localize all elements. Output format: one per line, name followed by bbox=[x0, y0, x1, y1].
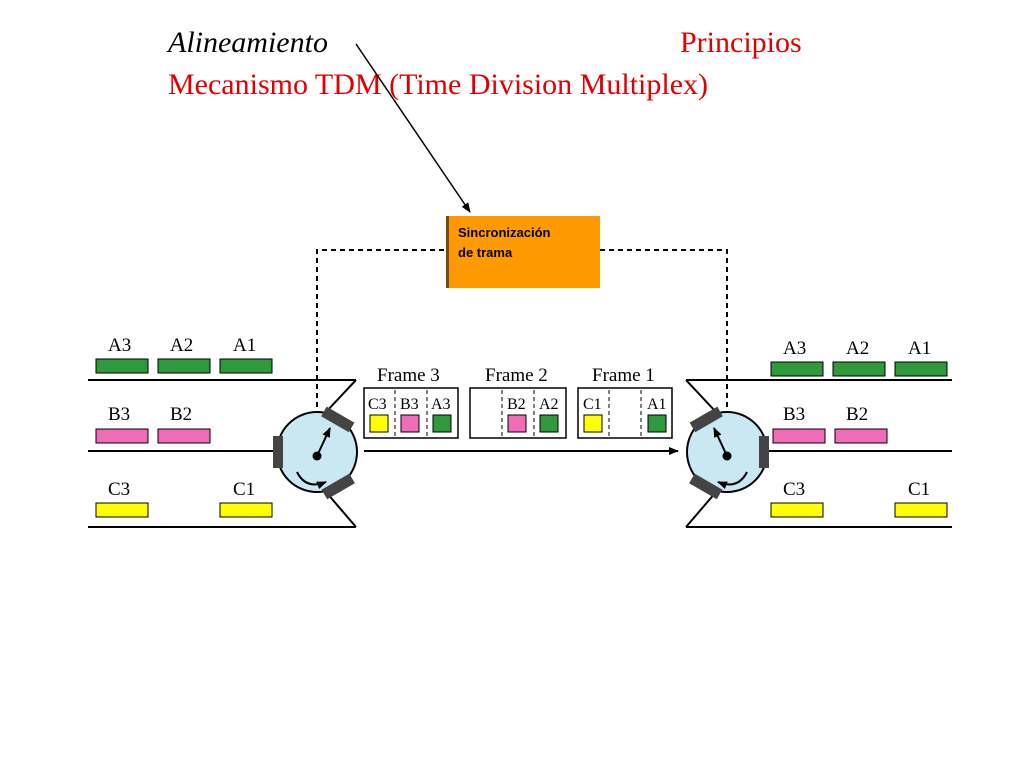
right-a1-label: A1 bbox=[908, 338, 931, 359]
out-packet-a2 bbox=[832, 361, 886, 377]
sync-dashed-line bbox=[316, 249, 728, 452]
out-packet-a3 bbox=[770, 361, 824, 377]
frame-1-label: Frame 1 bbox=[592, 365, 655, 386]
sync-label-line2: de trama bbox=[458, 245, 513, 260]
right-b3-label: B3 bbox=[783, 404, 805, 425]
frame-2-slot-a2: A2 bbox=[539, 396, 559, 413]
packet-c1 bbox=[219, 502, 273, 518]
left-c1-label: C1 bbox=[233, 479, 255, 500]
frame-3-slot-c3: C3 bbox=[368, 396, 387, 413]
right-channel-lines bbox=[685, 379, 952, 528]
left-b2-label: B2 bbox=[170, 404, 192, 425]
frame-3: Frame 3 C3 B3 A3 bbox=[363, 365, 459, 439]
out-packet-b3 bbox=[772, 428, 826, 444]
right-a3-label: A3 bbox=[783, 338, 806, 359]
frame-2: Frame 2 B2 A2 bbox=[469, 365, 567, 439]
frame-1-slot-a1: A1 bbox=[647, 396, 667, 413]
frame-2-label: Frame 2 bbox=[485, 365, 548, 386]
left-a2-label: A2 bbox=[170, 335, 193, 356]
frame-3-slot-a3: A3 bbox=[431, 396, 451, 413]
right-c1-label: C1 bbox=[908, 479, 930, 500]
out-packet-a1 bbox=[894, 361, 948, 377]
frame-3-label: Frame 3 bbox=[377, 365, 440, 386]
left-a1-label: A1 bbox=[233, 335, 256, 356]
right-b2-label: B2 bbox=[846, 404, 868, 425]
multiplexer-right bbox=[686, 406, 769, 500]
packet-a1 bbox=[219, 358, 273, 374]
frame-1: Frame 1 C1 A1 bbox=[577, 365, 673, 439]
packet-c3 bbox=[95, 502, 149, 518]
frame-1-slot-c1: C1 bbox=[583, 396, 602, 413]
left-a3-label: A3 bbox=[108, 335, 131, 356]
left-b3-label: B3 bbox=[108, 404, 130, 425]
packet-b2 bbox=[157, 428, 211, 444]
sync-label-line1: Sincronización bbox=[458, 225, 551, 240]
left-c3-label: C3 bbox=[108, 479, 130, 500]
right-outputs: A3 A2 A1 B3 B2 C3 C1 bbox=[770, 338, 948, 518]
out-packet-b2 bbox=[834, 428, 888, 444]
out-packet-c3 bbox=[770, 502, 824, 518]
pointer-arrow bbox=[355, 43, 471, 213]
title-heading: Mecanismo TDM (Time Division Multiplex) bbox=[168, 68, 708, 101]
packet-a3 bbox=[95, 358, 149, 374]
multiplexer-left bbox=[273, 406, 358, 500]
frame-3-slot-b3: B3 bbox=[400, 396, 419, 413]
left-channel-lines bbox=[88, 379, 357, 528]
left-inputs: A3 A2 A1 B3 B2 C3 C1 bbox=[95, 335, 273, 518]
out-packet-c1 bbox=[894, 502, 948, 518]
title-section: Alineamiento bbox=[168, 26, 328, 59]
right-a2-label: A2 bbox=[846, 338, 869, 359]
frame-2-slot-b2: B2 bbox=[507, 396, 526, 413]
title-topic: Principios bbox=[680, 26, 802, 59]
sync-box: Sincronización de trama bbox=[446, 216, 600, 288]
right-c3-label: C3 bbox=[783, 479, 805, 500]
packet-b3 bbox=[95, 428, 149, 444]
packet-a2 bbox=[157, 358, 211, 374]
